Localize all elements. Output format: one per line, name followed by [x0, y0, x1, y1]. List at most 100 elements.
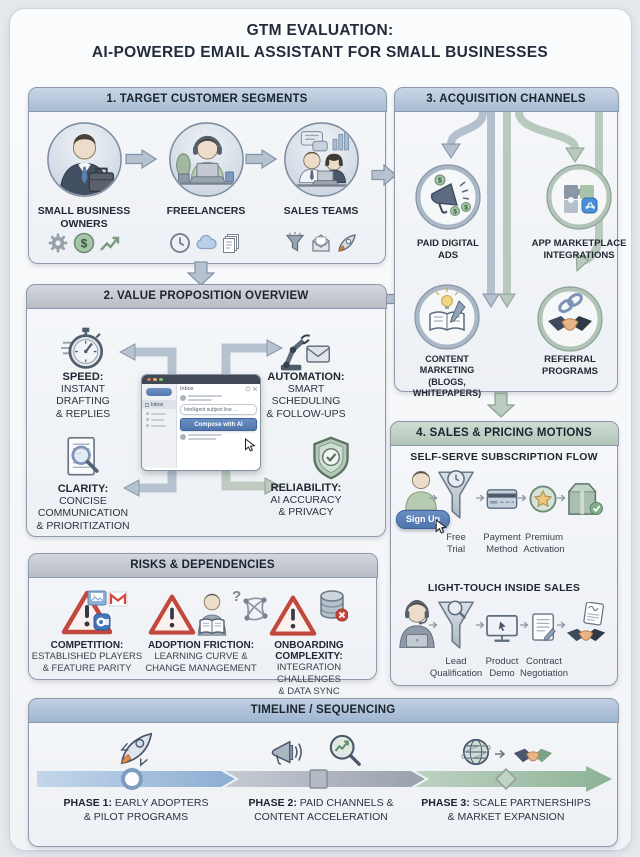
- step-arrow-icon: [557, 621, 566, 629]
- growth-arrow-icon: [100, 236, 120, 251]
- segment-label: SALES TEAMS: [283, 205, 359, 217]
- cloud-icon: [196, 234, 217, 250]
- inbox-icon: [145, 402, 149, 407]
- megaphone-ads-icon: $ $ $: [415, 164, 481, 230]
- title-line-2: AI-POWERED EMAIL ASSISTANT FOR SMALL BUS…: [91, 44, 549, 62]
- svg-text:$: $: [438, 178, 442, 185]
- value-prop-title: SPEED:: [62, 371, 104, 383]
- warning-triangle-icon: [269, 595, 317, 636]
- sidebar-row: [146, 412, 172, 415]
- globe-icon: [461, 738, 491, 766]
- sales-team-icon: [284, 122, 359, 197]
- section-3-header: 3. ACQUISITION CHANNELS: [393, 86, 619, 112]
- down-arrow-icon: [187, 261, 215, 286]
- step-arrow-icon: [429, 621, 438, 629]
- package-check-icon: [568, 483, 603, 516]
- risk-desc: INTEGRATION CHALLENGES & DATA SYNC: [276, 662, 342, 697]
- channel-flow-arrows: [441, 111, 603, 308]
- clock-icon: [170, 233, 190, 253]
- right-arrow-icon: [245, 149, 277, 169]
- funnel-magnifier-icon: [438, 600, 474, 649]
- phase-1-marker: [121, 768, 143, 790]
- step-label: Contract Negotiation: [519, 656, 569, 679]
- step-arrow-icon: [557, 494, 566, 502]
- value-prop-desc: AI ACCURACY & PRIVACY: [270, 494, 342, 519]
- close-dot-icon: [147, 377, 151, 382]
- value-prop-title: CLARITY:: [57, 483, 109, 495]
- svg-text:$: $: [464, 205, 468, 212]
- segment-subicons: [283, 232, 359, 254]
- ai-suggestion-tooltip: Intelligent subject line ...: [180, 404, 257, 415]
- puzzle-appstore-icon: [546, 164, 612, 230]
- phase-3-label: PHASE 3: SCALE PARTNERSHIPS & MARKET EXP…: [421, 797, 591, 823]
- megaphone-icon: [271, 740, 302, 765]
- risk-title: ADOPTION FRICTION:: [147, 640, 255, 651]
- step-label: Lead Qualification: [429, 656, 483, 679]
- database-error-icon: [320, 590, 348, 622]
- flow1-title: SELF-SERVE SUBSCRIPTION FLOW: [410, 451, 598, 463]
- person-reading-icon: [197, 593, 227, 636]
- segment-label: FREELANCERS: [166, 205, 246, 217]
- sidebar-row: [146, 424, 172, 427]
- phase-2-marker: [309, 769, 328, 789]
- photo-mail-icon: [87, 590, 107, 606]
- value-prop-desc: SMART SCHEDULING & FOLLOW-UPS: [266, 383, 346, 420]
- risks-header: RISKS & DEPENDENCIES: [27, 552, 378, 578]
- timeline-header: TIMELINE / SEQUENCING: [27, 697, 619, 723]
- window-list-header: Inbox: [180, 386, 257, 392]
- star-badge-icon: [529, 485, 557, 513]
- handshake-doc-icon: [566, 602, 606, 642]
- right-arrow-icon: [125, 149, 157, 169]
- phase-timeline-arrow: [37, 766, 612, 792]
- signup-person-icon: [405, 470, 437, 510]
- page-title: GTM EVALUATION: AI-POWERED EMAIL ASSISTA…: [0, 20, 640, 65]
- step-arrow-icon: [476, 494, 485, 502]
- value-prop-desc: CONCISE COMMUNICATION & PRIORITIZATION: [36, 495, 130, 532]
- email-app-window: Inbox Inbox Intelligent subject line ...…: [141, 374, 261, 471]
- channel-label: CONTENT MARKETING (BLOGS, WHITEPAPERS): [412, 354, 482, 398]
- section-timeline-sequencing: TIMELINE / SEQUENCING: [27, 697, 619, 847]
- document-magnifier-icon: [67, 436, 99, 476]
- risk-title: ONBOARDING COMPLEXITY:: [274, 640, 344, 662]
- chart-magnifier-icon: [329, 734, 361, 766]
- compose-pill-button: [146, 388, 172, 396]
- value-prop-desc: INSTANT DRAFTING & REPLIES: [55, 383, 111, 420]
- svg-text:$: $: [453, 209, 457, 216]
- value-prop-clarity: CLARITY: CONCISE COMMUNICATION & PRIORIT…: [33, 483, 133, 532]
- cursor-icon: [435, 519, 447, 534]
- phase-3-marker: [495, 768, 517, 790]
- value-prop-title: AUTOMATION:: [267, 371, 345, 383]
- flow2-title: LIGHT-TOUCH INSIDE SALES: [427, 582, 581, 594]
- risk-title: COMPETITION:: [50, 640, 124, 651]
- section-acquisition-channels: 3. ACQUISITION CHANNELS $ $ $: [393, 86, 626, 398]
- channel-label: APP MARKETPLACE INTEGRATIONS: [531, 238, 627, 261]
- question-mark: ?: [232, 588, 242, 605]
- down-arrow-green-icon: [487, 392, 515, 418]
- step-label: Payment Method: [483, 532, 521, 555]
- funnel-clock-icon: [438, 470, 474, 519]
- step-arrow-icon: [429, 494, 438, 502]
- cursor-icon: [245, 438, 256, 452]
- section-2-header: 2. VALUE PROPOSITION OVERVIEW: [25, 283, 387, 309]
- value-prop-automation: AUTOMATION: SMART SCHEDULING & FOLLOW-UP…: [253, 371, 359, 420]
- email-list-item: [180, 395, 257, 401]
- freelancer-icon: [169, 122, 244, 197]
- step-arrow-icon: [518, 494, 527, 502]
- value-prop-speed: SPEED: INSTANT DRAFTING & REPLIES: [33, 371, 133, 420]
- monitor-cursor-icon: [486, 615, 518, 642]
- outlook-icon: [93, 613, 111, 631]
- title-line-1: GTM EVALUATION:: [246, 22, 394, 39]
- rocket-icon: [338, 234, 356, 252]
- segment-subicons: [168, 232, 244, 254]
- window-titlebar: [142, 375, 260, 384]
- headset-agent-icon: [399, 600, 435, 648]
- sidebar-row: [146, 418, 172, 421]
- documents-icon: [223, 234, 239, 253]
- business-owner-icon: [47, 122, 122, 197]
- phase-2-label: PHASE 2: PAID CHANNELS & CONTENT ACCELER…: [248, 797, 394, 823]
- svg-text:$: $: [81, 237, 88, 251]
- rocket-icon: [120, 732, 153, 767]
- handshake-icon: [513, 748, 553, 763]
- email-list-item: [180, 434, 257, 440]
- risk-competition: COMPETITION: ESTABLISHED PLAYERS & FEATU…: [29, 640, 145, 675]
